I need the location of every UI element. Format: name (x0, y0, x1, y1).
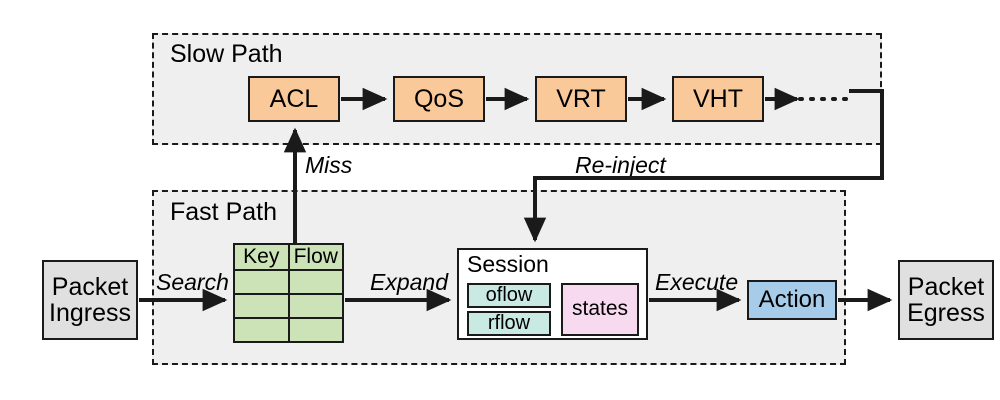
packet-egress-line2: Egress (907, 299, 985, 327)
packet-ingress-line1: Packet (51, 272, 129, 301)
stage-vht[interactable]: VHT (672, 76, 764, 122)
stage-vrt[interactable]: VRT (535, 76, 627, 122)
edge-label-search: Search (156, 269, 229, 295)
table-row[interactable] (235, 295, 342, 319)
action-label: Action (758, 286, 826, 314)
flow-table-cell (235, 271, 290, 293)
session-oflow[interactable]: oflow (467, 283, 551, 308)
flow-table-cell (235, 319, 290, 341)
stage-qos[interactable]: QoS (393, 76, 485, 122)
table-row[interactable] (235, 319, 342, 341)
action-box[interactable]: Action (747, 280, 837, 320)
stage-vht-label: VHT (693, 84, 743, 113)
flow-table[interactable]: Key Flow (233, 243, 344, 343)
edge-label-expand: Expand (370, 269, 449, 295)
packet-egress-line1: Packet (907, 272, 985, 301)
edge-label-reinject: Re-inject (575, 152, 666, 178)
stage-vrt-label: VRT (556, 84, 606, 113)
stage-qos-label: QoS (413, 84, 465, 113)
packet-ingress-line2: Ingress (49, 299, 131, 327)
fast-path-title: Fast Path (170, 198, 277, 226)
session-rflow[interactable]: rflow (467, 311, 551, 336)
flow-table-cell (290, 319, 343, 341)
flow-table-header-row: Key Flow (235, 245, 342, 271)
flow-table-cell (290, 295, 343, 317)
flow-table-header-key: Key (235, 245, 290, 269)
slow-path-title: Slow Path (170, 40, 283, 68)
edge-label-miss: Miss (305, 152, 353, 178)
session-states[interactable]: states (561, 283, 639, 336)
stage-acl-label: ACL (269, 84, 319, 113)
session-states-label: states (571, 297, 629, 321)
session-box[interactable]: Session oflow rflow states (457, 248, 648, 340)
stage-acl[interactable]: ACL (248, 76, 340, 122)
flow-table-header-flow: Flow (293, 245, 338, 268)
edge-label-execute: Execute (655, 269, 739, 295)
flow-table-cell (290, 271, 343, 293)
table-row[interactable] (235, 271, 342, 295)
session-rflow-label: rflow (487, 312, 531, 334)
session-oflow-label: oflow (485, 284, 533, 306)
packet-ingress-box[interactable]: Packet Ingress (42, 260, 138, 340)
flow-table-cell (235, 295, 290, 317)
session-title: Session (467, 251, 549, 277)
packet-egress-box[interactable]: Packet Egress (898, 260, 994, 340)
